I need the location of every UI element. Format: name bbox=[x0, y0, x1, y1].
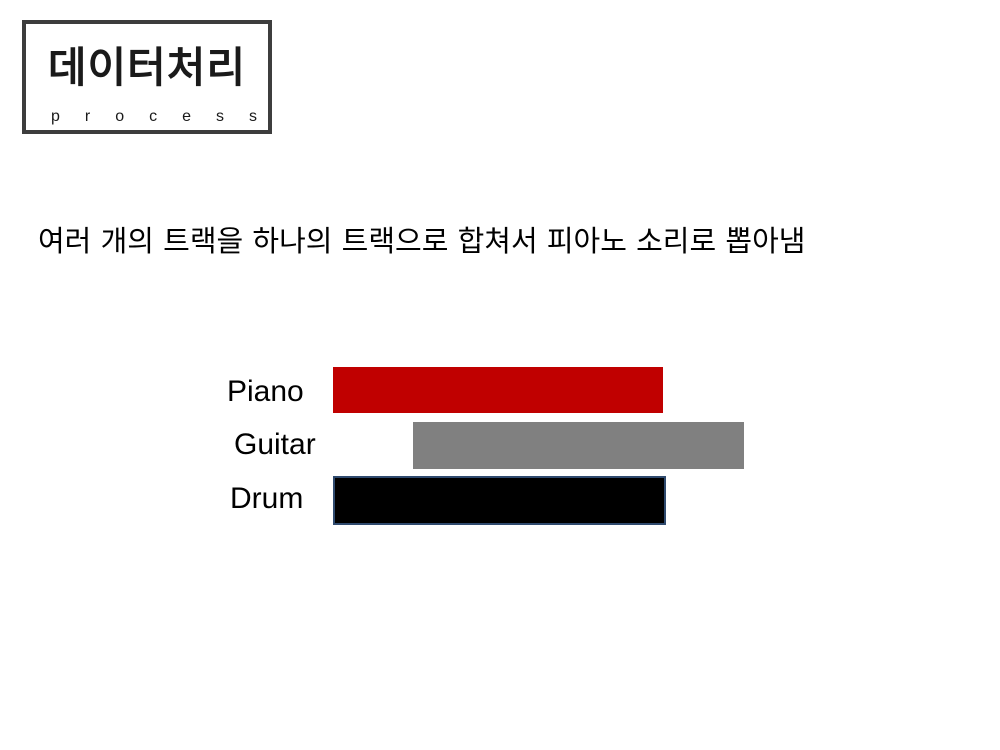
title-box: 데이터처리 process bbox=[22, 20, 272, 134]
track-label-piano: Piano bbox=[227, 375, 304, 408]
description-text: 여러 개의 트랙을 하나의 트랙으로 합쳐서 피아노 소리로 뽑아냄 bbox=[38, 224, 806, 258]
track-bar-drum bbox=[333, 476, 666, 525]
track-label-guitar: Guitar bbox=[234, 428, 316, 461]
track-bar-guitar bbox=[413, 422, 744, 469]
track-label-drum: Drum bbox=[230, 482, 304, 515]
title-main: 데이터처리 bbox=[47, 43, 247, 92]
title-sub: process bbox=[51, 108, 283, 125]
track-bar-piano bbox=[333, 367, 663, 413]
